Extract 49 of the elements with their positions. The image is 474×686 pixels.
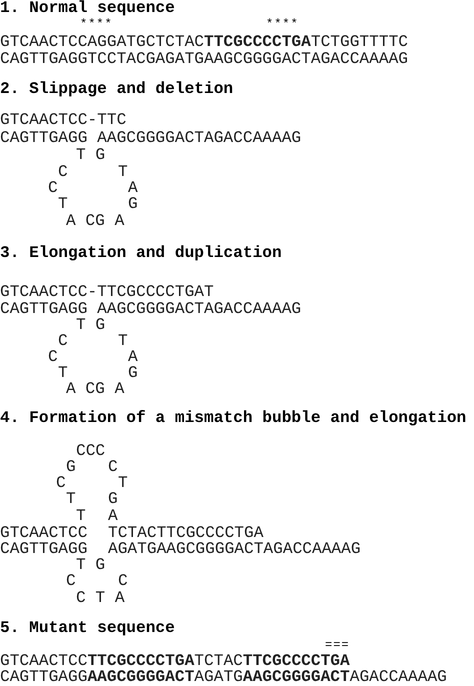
dna-sequence: GTCAACTCC-TTC — [0, 112, 126, 128]
nucleotide-letter: G — [108, 491, 118, 507]
nucleotide-letter: T G — [76, 317, 106, 333]
dna-sequence: GTCAACTCC — [0, 525, 88, 541]
nucleotide-letter: T — [58, 196, 68, 212]
position-marker: **** — [80, 16, 113, 32]
dna-sequence: GTCAACTCCAGGATGCTCTACTTCGCCCCTGATCTGGTTTTC — [0, 34, 408, 50]
nucleotide-letter: T G — [76, 557, 106, 573]
dna-sequence: GTCAACTCCTTCGCCCCTGATCTACTTCGCCCCTGA — [0, 653, 350, 669]
nucleotide-letter: C — [48, 180, 58, 196]
nucleotide-letter: A — [128, 180, 138, 196]
nucleotide-letter: C — [58, 164, 68, 180]
nucleotide-letter: G — [66, 459, 76, 475]
nucleotide-letter: C — [108, 459, 118, 475]
section-heading: 3. Elongation and duplication — [0, 245, 282, 261]
dna-sequence: AGATGAAGCGGGGACTAGACCAAAAG — [108, 541, 361, 557]
nucleotide-letter: C — [58, 333, 68, 349]
nucleotide-letter: T — [66, 491, 76, 507]
nucleotide-letter: C — [56, 475, 66, 491]
nucleotide-letter: T — [76, 508, 86, 524]
nucleotide-letter: G — [128, 196, 138, 212]
nucleotide-letter: T — [118, 475, 128, 491]
nucleotide-letter: G — [128, 365, 138, 381]
dna-sequence: CAGTTGAGGAAGCGGGGACTAGATGAAGCGGGGACTAGACCAAAAG — [0, 669, 447, 685]
nucleotide-letter: A CG A — [66, 381, 124, 397]
nucleotide-letter: A — [128, 349, 138, 365]
nucleotide-letter: T — [118, 164, 128, 180]
dna-sequence: GTCAACTCC-TTCGCCCCTGAT — [0, 284, 214, 300]
section-heading: 4. Formation of a mismatch bubble and elongation — [0, 410, 466, 426]
nucleotide-letter: T — [118, 333, 128, 349]
dna-sequence: CAGTTGAGGTCCTACGAGATGAAGCGGGGACTAGACCAAAAG — [0, 51, 408, 67]
nucleotide-letter: C — [48, 349, 58, 365]
nucleotide-letter: T — [58, 365, 68, 381]
section-heading: 2. Slippage and deletion — [0, 81, 234, 97]
nucleotide-letter: T G — [76, 147, 106, 163]
nucleotide-letter: CCC — [76, 443, 106, 459]
nucleotide-letter: C T A — [76, 590, 125, 606]
dna-sequence: CAGTTGAGG — [0, 541, 88, 557]
dna-sequence: TCTACTTCGCCCCTGA — [108, 525, 264, 541]
dna-sequence: CAGTTGAGG AAGCGGGGACTAGACCAAAAG — [0, 130, 302, 146]
nucleotide-letter: C — [118, 573, 128, 589]
position-marker: **** — [266, 16, 299, 32]
nucleotide-letter: A CG A — [66, 213, 124, 229]
position-marker: === — [325, 637, 350, 653]
section-heading: 1. Normal sequence — [0, 0, 175, 16]
nucleotide-letter: A — [108, 508, 118, 524]
section-heading: 5. Mutant sequence — [0, 620, 175, 636]
dna-sequence: CAGTTGAGG AAGCGGGGACTAGACCAAAAG — [0, 301, 302, 317]
nucleotide-letter: C — [66, 573, 76, 589]
